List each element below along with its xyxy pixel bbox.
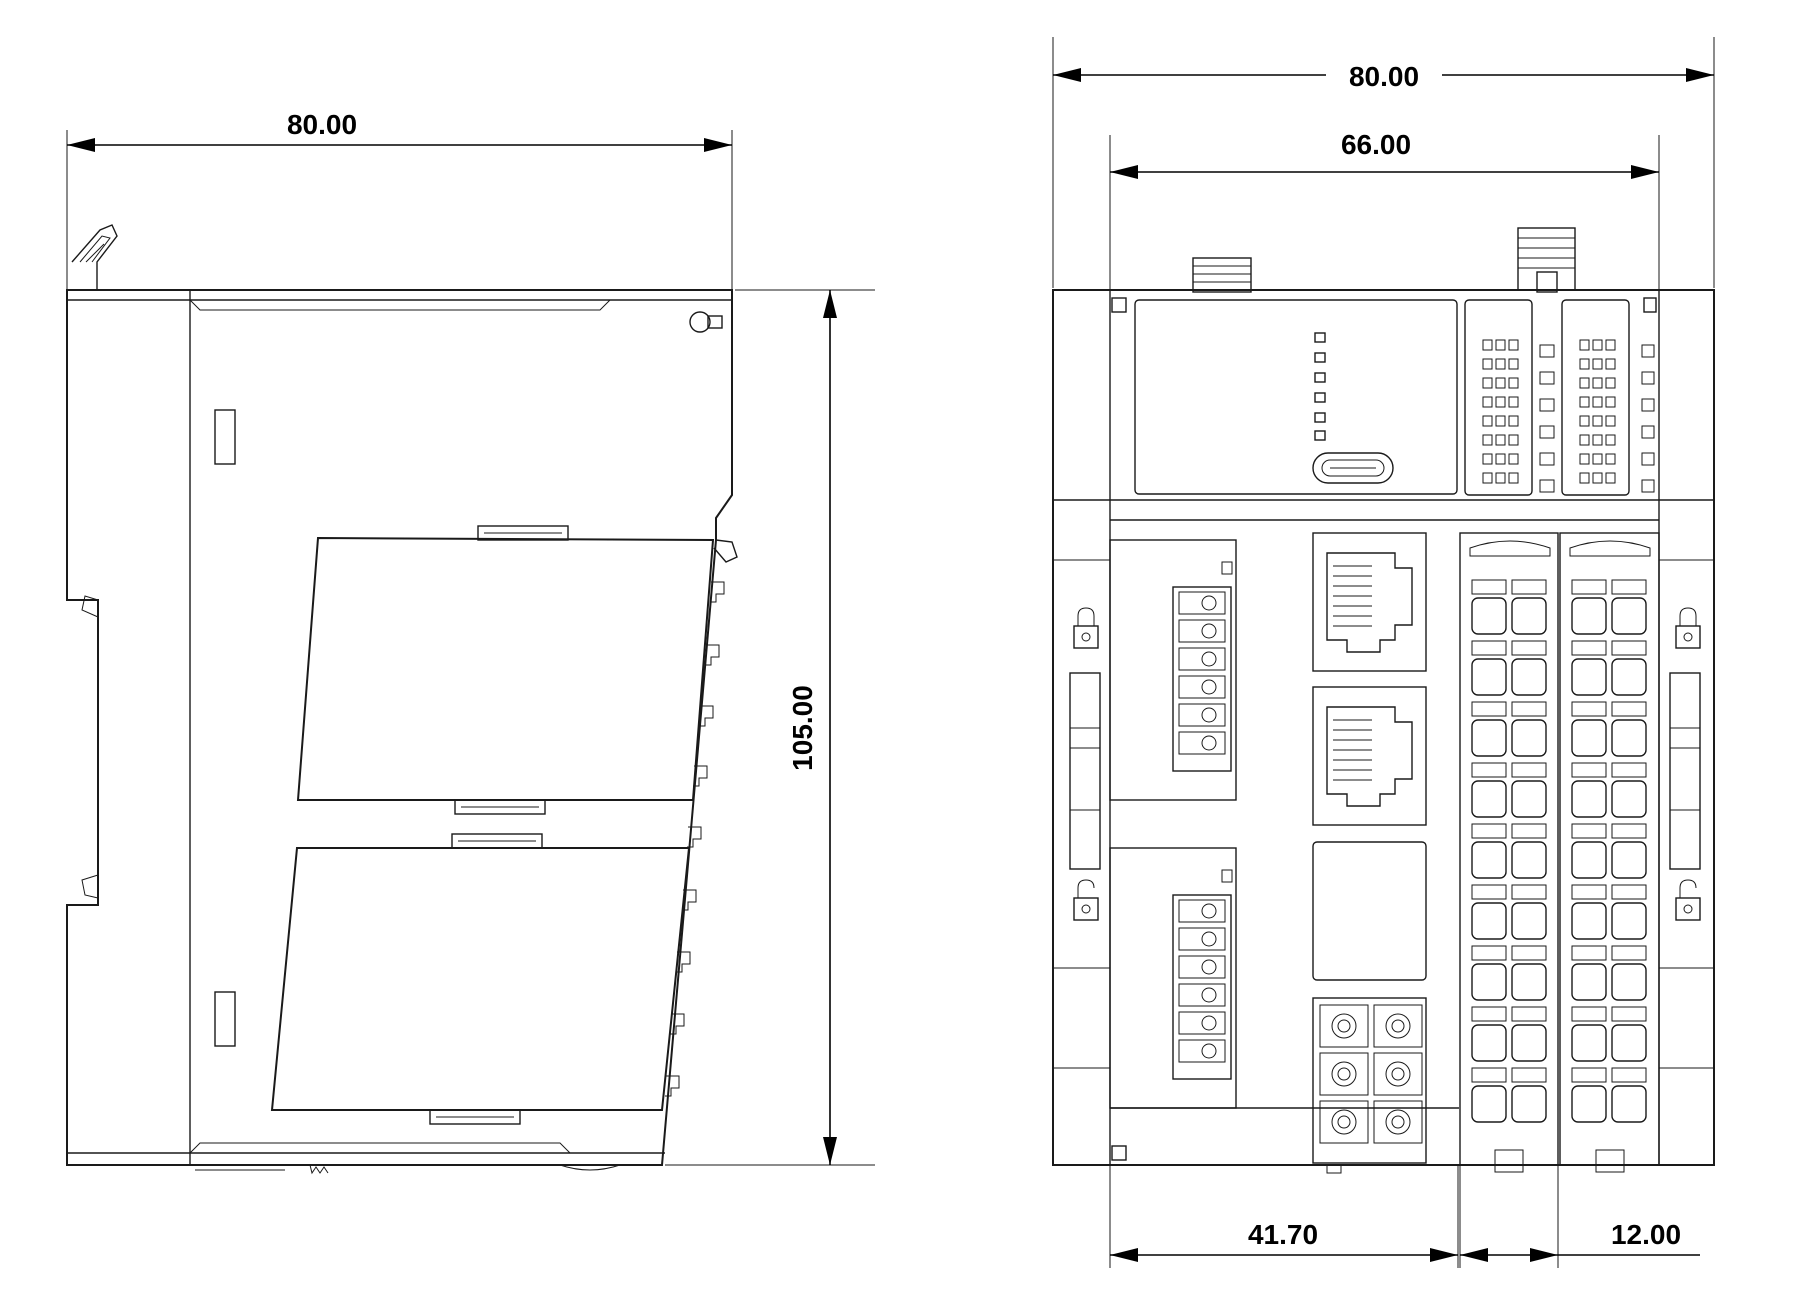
ethernet-port-1 — [1312, 532, 1427, 672]
lock-closed-icon-left — [1073, 607, 1099, 649]
front-left-section-dimension: 41.70 — [1109, 1165, 1459, 1268]
terminal-block-upper — [1109, 539, 1237, 801]
latch-hooks — [665, 581, 725, 1097]
upper-module-cover — [296, 525, 738, 815]
module-latch-tabs — [1539, 344, 1655, 493]
cpu-front-panel — [1134, 299, 1458, 495]
blank-slot — [1312, 841, 1427, 981]
io-terminal-module-2 — [1559, 532, 1660, 1173]
side-height-dimension: 105.00 — [665, 289, 875, 1166]
front-body-width-label: 66.00 — [1341, 129, 1411, 160]
lock-open-icon-right — [1675, 879, 1701, 921]
ethernet-port-2 — [1312, 686, 1427, 826]
usb-c-port — [1312, 452, 1394, 484]
power-connector — [1312, 997, 1427, 1164]
front-right-module-dimension: 12.00 — [1459, 1165, 1700, 1268]
io-module-head-1 — [1464, 299, 1533, 496]
terminal-block-lower — [1109, 847, 1237, 1109]
side-width-label: 80.00 — [287, 109, 357, 140]
lower-module-cover — [270, 833, 691, 1125]
front-housing — [1052, 289, 1715, 1166]
io-module-head-2 — [1561, 299, 1630, 496]
lock-open-icon-left — [1073, 879, 1099, 921]
side-slider-right — [1669, 672, 1701, 870]
latch-slot-upper — [214, 409, 236, 465]
side-width-dimension: 80.00 — [66, 109, 733, 290]
front-body-width-dimension: 66.00 — [1109, 129, 1660, 290]
io-terminal-module-1 — [1459, 532, 1559, 1173]
side-view: 80.00 105.00 — [66, 109, 875, 1175]
side-height-label: 105.00 — [787, 685, 818, 771]
front-right-module-label: 12.00 — [1611, 1219, 1681, 1250]
lock-closed-icon-right — [1675, 607, 1701, 649]
front-left-section-label: 41.70 — [1248, 1219, 1318, 1250]
front-overall-width-dimension: 80.00 — [1052, 37, 1715, 288]
front-view: 80.00 66.00 41.70 12.00 — [1052, 37, 1715, 1268]
latch-slot-lower — [214, 991, 236, 1047]
din-clip-tab — [71, 224, 118, 290]
side-slider-left — [1069, 672, 1101, 870]
keyhole-icon — [689, 311, 723, 333]
housing-outline — [66, 289, 733, 1166]
front-overall-width-label: 80.00 — [1349, 61, 1419, 92]
top-connectors — [1192, 227, 1576, 293]
